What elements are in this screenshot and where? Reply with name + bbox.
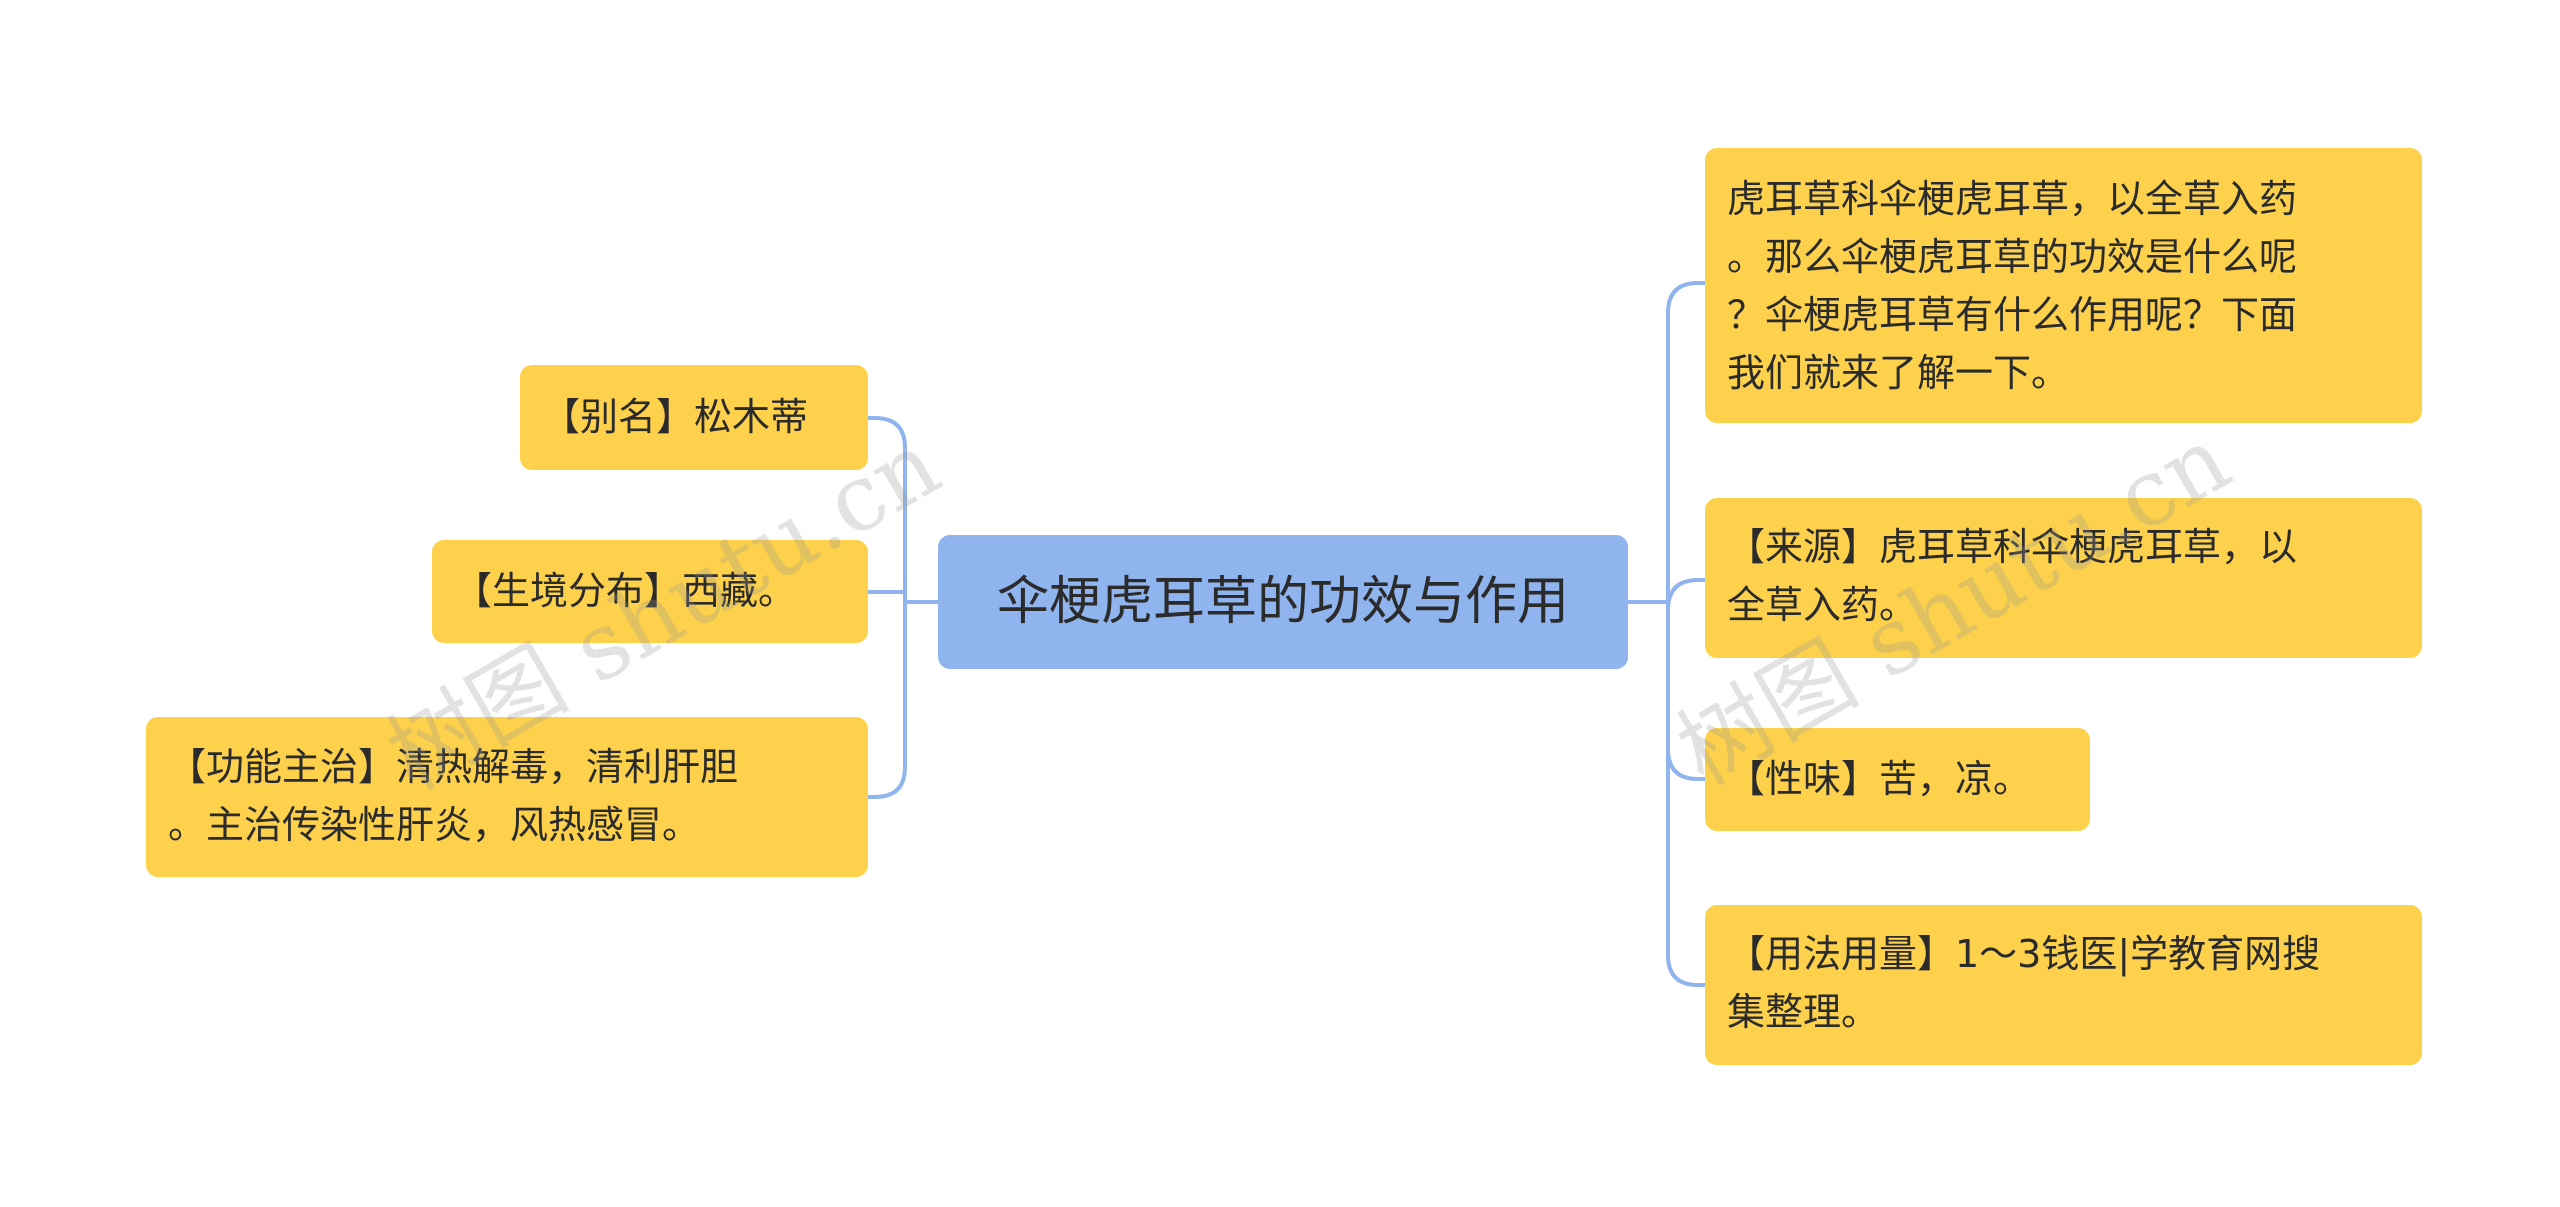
- left-node-functions[interactable]: 【功能主治】清热解毒，清利肝胆 。主治传染性肝炎，风热感冒。: [146, 717, 868, 877]
- connector-right-4: [1666, 600, 1707, 987]
- connector-left-3: [866, 600, 907, 799]
- connector-right-2: [1666, 578, 1707, 611]
- connector-left-2: [866, 590, 907, 604]
- left-node-alias[interactable]: 【别名】松木蒂: [520, 365, 868, 470]
- right-node-dosage[interactable]: 【用法用量】1～3钱医|学教育网搜 集整理。: [1705, 905, 2422, 1065]
- right-node-source[interactable]: 【来源】虎耳草科伞梗虎耳草，以 全草入药。: [1705, 498, 2422, 658]
- root-topic[interactable]: 伞梗虎耳草的功效与作用: [938, 535, 1628, 669]
- right-node-intro[interactable]: 虎耳草科伞梗虎耳草，以全草入药 。那么伞梗虎耳草的功效是什么呢 ？伞梗虎耳草有什…: [1705, 148, 2422, 423]
- right-node-taste[interactable]: 【性味】苦，凉。: [1705, 728, 2090, 831]
- connector-right-3: [1666, 600, 1707, 781]
- connector-right-1: [1666, 281, 1707, 604]
- left-node-habitat[interactable]: 【生境分布】西藏。: [432, 540, 868, 643]
- connector-left-1: [866, 416, 907, 604]
